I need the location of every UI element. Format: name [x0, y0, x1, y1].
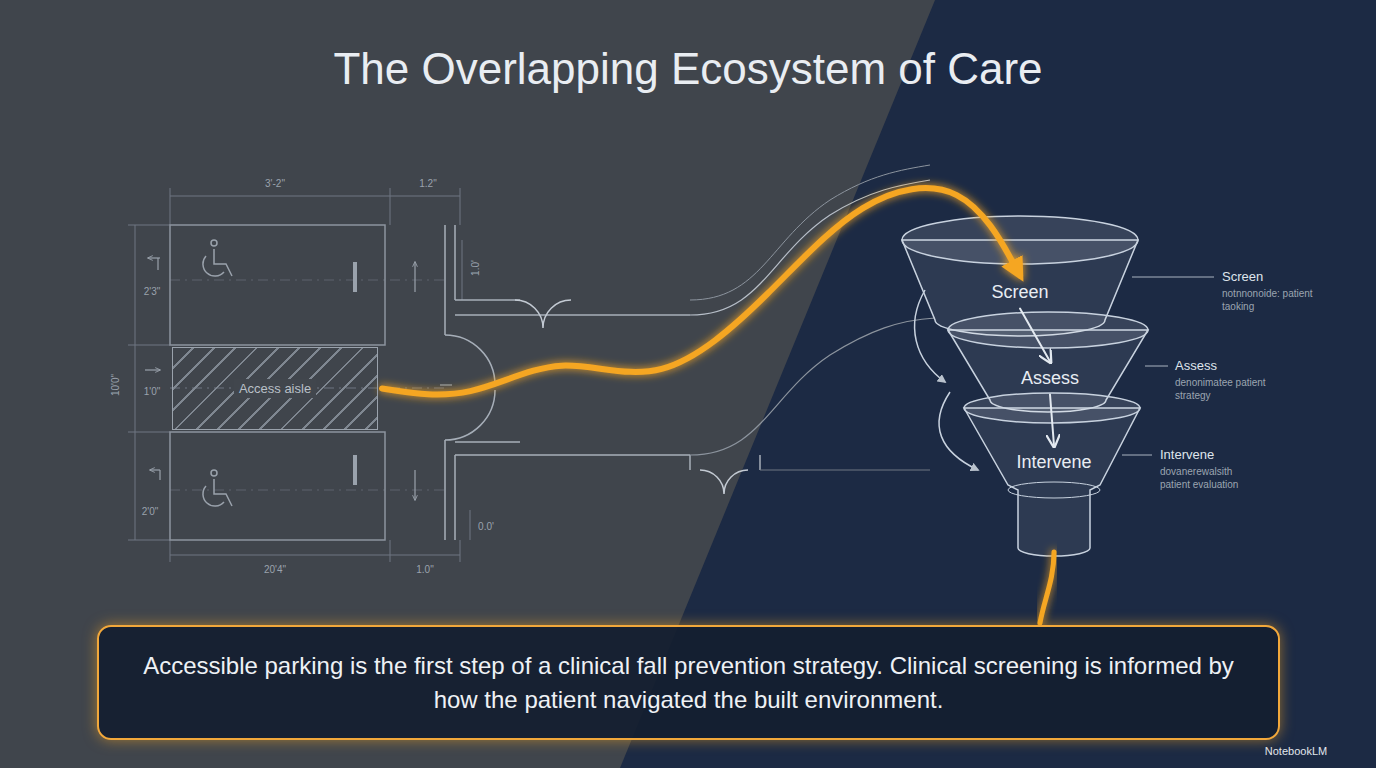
wheelchair-symbol [203, 249, 232, 276]
annotation: Assess [1175, 358, 1217, 374]
node-label: Assess [1017, 366, 1083, 391]
dimension-lines [170, 490, 445, 491]
wheelchair-symbol [203, 479, 232, 506]
walls [760, 470, 930, 471]
glow-line [1040, 552, 1054, 623]
funnel-stage: Intervene [1012, 450, 1095, 475]
stage-arrow [1020, 309, 1050, 362]
funnel [902, 216, 1214, 556]
title: The Overlapping Ecosystem of Care [0, 44, 1376, 94]
dimension-lines [170, 196, 460, 197]
dimension-label: 1.2" [419, 178, 436, 191]
leader-lines [1122, 455, 1152, 456]
annotation: Screen [1222, 269, 1263, 285]
parking-space [170, 225, 385, 345]
node-label: Access aisle [234, 379, 316, 398]
walls [700, 470, 748, 494]
direction-arrows [150, 469, 160, 470]
walls [690, 455, 760, 470]
direction-arrows [145, 258, 452, 500]
direction-arrows [440, 384, 452, 385]
dimension-lines [470, 510, 471, 540]
dimension-lines [170, 555, 460, 556]
dimension-lines [460, 188, 461, 225]
dimension-label: 2'0" [142, 506, 159, 519]
walls [455, 442, 690, 455]
direction-arrows [159, 470, 160, 480]
annotation: notnnonoide: patient taoking [1222, 288, 1314, 313]
funnel-rim [948, 312, 1148, 348]
dimension-lines [170, 188, 171, 225]
annotation: denonimatee patient strategy [1175, 377, 1267, 402]
stage-arrow [1050, 395, 1054, 446]
direction-arrows [414, 470, 415, 500]
annotation: dovanerewalsith patient evaluation [1160, 466, 1260, 491]
dimension-label: 2'3" [144, 286, 161, 299]
caption-box: Accessible parking is the first step of … [97, 625, 1280, 740]
dimension-lines [128, 188, 470, 562]
dimension-lines [390, 188, 391, 225]
floor-plan [128, 165, 935, 562]
walls [455, 300, 690, 315]
dimension-lines [460, 540, 461, 562]
dimension-label: 1.0' [470, 260, 483, 276]
dimension-label: 1'0" [144, 386, 161, 399]
access-aisle: Access aisle [172, 347, 378, 430]
dimension-lines [170, 280, 445, 281]
dimension-lines [135, 225, 136, 540]
dimension-lines [128, 540, 170, 541]
direction-arrows [145, 369, 160, 370]
funnel-rim [1008, 482, 1100, 498]
walls [445, 440, 455, 540]
walls [690, 318, 935, 455]
node-label: Screen [987, 280, 1052, 305]
parking-space [170, 432, 385, 540]
walls [445, 225, 455, 335]
walls [690, 165, 930, 300]
wheel-stop [353, 262, 357, 292]
wheelchair-symbol [211, 470, 217, 476]
wheel-stop [353, 455, 357, 485]
leader-lines [1145, 366, 1168, 367]
dimension-label: 1.0" [416, 564, 433, 577]
flow-arrow [382, 188, 1020, 394]
wheelchair-symbol [211, 240, 217, 246]
funnel-stage: Assess [1017, 366, 1083, 391]
walls [515, 300, 571, 328]
node-label: Intervene [1012, 450, 1095, 475]
leader-lines [1132, 277, 1214, 278]
dimension-lines [462, 240, 463, 300]
dimension-label: 3'-2" [265, 178, 285, 191]
side-arrow [939, 392, 978, 470]
caption: Accessible parking is the first step of … [129, 649, 1248, 716]
dimension-label: 20'4" [264, 564, 286, 577]
walls [445, 165, 935, 540]
dimension-lines [128, 345, 170, 346]
annotation: Intervene [1160, 447, 1214, 463]
funnel-stage: Screen [987, 280, 1052, 305]
watermark: NotebookLM [1265, 745, 1327, 759]
funnel-rim [902, 216, 1138, 264]
dimension-lines [128, 432, 170, 433]
dimension-label: 10'0" [110, 374, 123, 396]
direction-arrows [414, 262, 415, 292]
dimension-label: 0.0' [478, 521, 494, 534]
side-arrow [915, 290, 945, 382]
dimension-lines [390, 540, 391, 562]
dimension-lines [170, 540, 171, 562]
direction-arrows [157, 258, 158, 270]
dimension-lines [128, 225, 170, 226]
